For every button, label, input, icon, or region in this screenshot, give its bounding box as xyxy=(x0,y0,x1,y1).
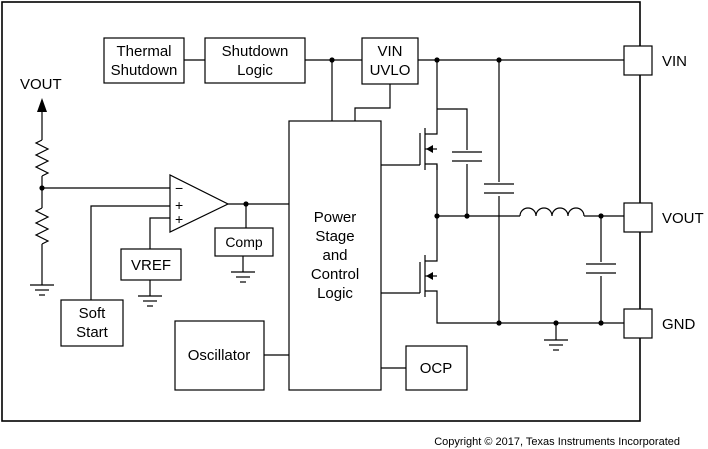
ground-icon xyxy=(30,284,54,296)
pin-vout: VOUT xyxy=(623,202,704,233)
ocp-block: OCP xyxy=(405,345,468,391)
thermal-shutdown-line2: Shutdown xyxy=(111,62,178,79)
shutdown-logic-block: Shutdown Logic xyxy=(204,37,306,84)
vref-label: VREF xyxy=(131,257,171,274)
ground-icon xyxy=(138,295,162,307)
vout-arrow-icon xyxy=(37,98,47,112)
pin-gnd-label: GND xyxy=(662,316,696,333)
feedback-resistor-bottom xyxy=(34,207,50,245)
shutdown-logic-line1: Shutdown xyxy=(222,43,289,60)
ocp-label: OCP xyxy=(420,360,453,377)
soft-start-line1: Soft xyxy=(79,305,107,322)
high-side-mosfet-icon xyxy=(419,109,438,170)
amp-plus-label-2: + xyxy=(175,211,183,227)
ground-icon xyxy=(231,271,255,283)
pin-gnd: GND xyxy=(623,308,696,339)
copyright-text: Copyright © 2017, Texas Instruments Inco… xyxy=(434,436,680,448)
low-side-mosfet-icon xyxy=(419,248,438,300)
soft-start-line2: Start xyxy=(76,324,109,341)
amp-minus-label: − xyxy=(175,180,183,196)
error-amplifier: − + + xyxy=(169,174,230,233)
vin-uvlo-line1: VIN xyxy=(377,43,402,60)
shutdown-logic-line2: Logic xyxy=(237,62,273,79)
thermal-shutdown-block: Thermal Shutdown xyxy=(103,37,185,84)
pin-vin-label: VIN xyxy=(662,53,687,70)
input-capacitor-icon xyxy=(484,182,514,196)
feedback-vout-label: VOUT xyxy=(20,76,62,93)
power-stage-block: Power Stage and Control Logic xyxy=(288,120,382,391)
thermal-shutdown-line1: Thermal xyxy=(116,43,171,60)
comp-block: Comp xyxy=(214,227,274,257)
junction-dots xyxy=(39,57,604,326)
power-stage-line3: and xyxy=(322,247,347,264)
pin-vout-label: VOUT xyxy=(662,210,704,227)
amp-plus-label-1: + xyxy=(175,197,183,213)
vin-uvlo-block: VIN UVLO xyxy=(361,37,419,85)
vin-uvlo-line2: UVLO xyxy=(370,62,411,79)
ground-icon xyxy=(544,339,568,351)
oscillator-block: Oscillator xyxy=(174,320,265,391)
bootstrap-capacitor-icon xyxy=(452,150,482,164)
power-stage-line5: Logic xyxy=(317,285,353,302)
soft-start-block: Soft Start xyxy=(60,299,124,347)
pin-vin: VIN xyxy=(623,45,687,76)
comp-label: Comp xyxy=(225,234,263,250)
power-stage-line1: Power xyxy=(314,209,357,226)
power-stage-line4: Control xyxy=(311,266,359,283)
power-stage-line2: Stage xyxy=(315,228,354,245)
output-capacitor-icon xyxy=(586,262,616,276)
vref-block: VREF xyxy=(120,248,182,281)
feedback-resistor-top xyxy=(34,139,50,177)
oscillator-label: Oscillator xyxy=(188,347,251,364)
inductor-icon xyxy=(519,207,585,217)
